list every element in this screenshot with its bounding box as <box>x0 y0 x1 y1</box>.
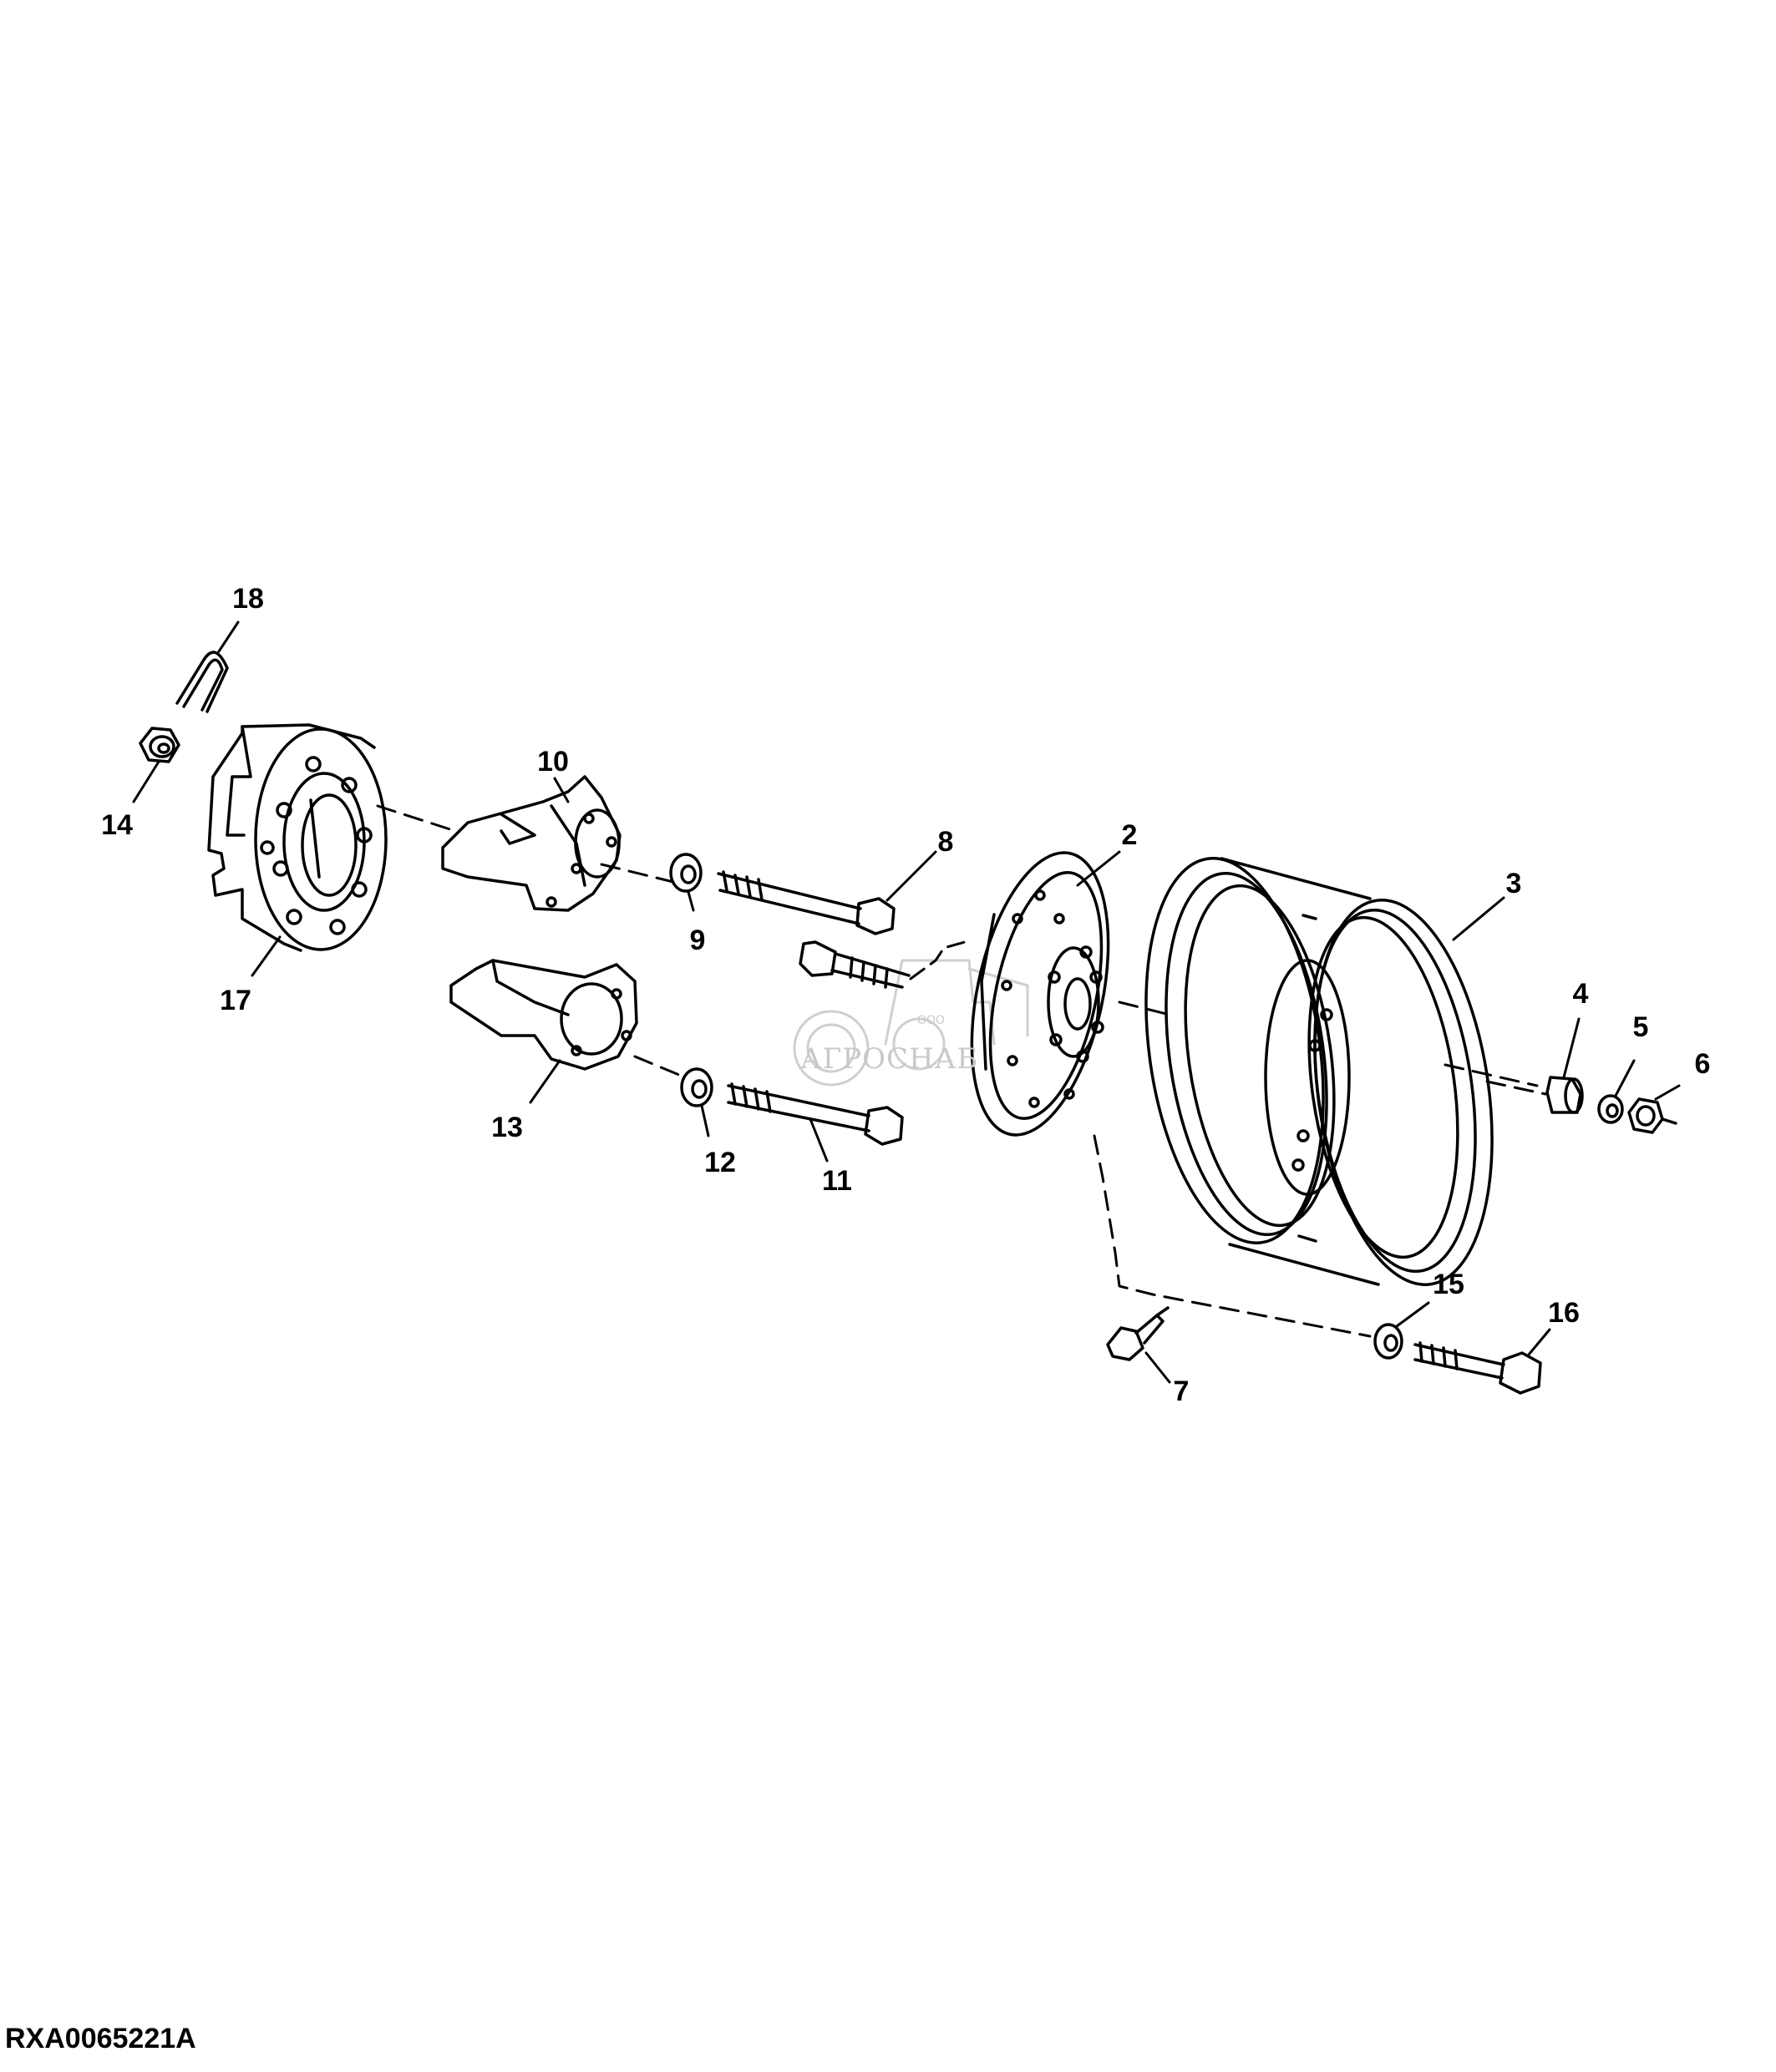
dashed-axis-lower <box>633 1055 687 1079</box>
part-13-weight-half <box>449 959 638 1071</box>
dashed-axis-upper <box>376 804 675 884</box>
callout-2: 2 <box>1121 819 1138 851</box>
callout-11: 11 <box>822 1165 852 1197</box>
callout-9: 9 <box>689 925 706 956</box>
watermark-brand: АГРОСНАБ <box>800 1042 979 1076</box>
part-6-nut <box>1627 1097 1677 1134</box>
leader-3 <box>1452 896 1505 941</box>
part-16-bolt <box>1413 1341 1542 1395</box>
leader-15 <box>1395 1301 1430 1328</box>
part-wheel-stud <box>799 940 911 989</box>
part-3-wheel-rim <box>1144 857 1494 1286</box>
callout-12: 12 <box>704 1147 736 1178</box>
leader-2 <box>1076 850 1121 887</box>
part-11-bolt <box>727 1082 904 1146</box>
part-7-valve-stem <box>1106 1306 1170 1361</box>
part-2-wheel-disc <box>970 851 1110 1137</box>
callout-4: 4 <box>1572 978 1589 1010</box>
callout-13: 13 <box>491 1112 523 1143</box>
callout-6: 6 <box>1694 1048 1711 1080</box>
leader-9 <box>687 890 695 912</box>
part-15-washer <box>1373 1323 1403 1360</box>
part-12-washer <box>680 1067 713 1107</box>
leader-18 <box>217 621 240 653</box>
dashed-axis-valve <box>1093 1134 1372 1338</box>
leader-7 <box>1144 1351 1171 1384</box>
leader-10 <box>553 777 570 803</box>
callout-15: 15 <box>1433 1269 1464 1300</box>
leader-8 <box>885 850 937 902</box>
dashed-axis-main <box>1118 1001 1547 1096</box>
part-8-bolt <box>717 870 896 935</box>
callout-3: 3 <box>1505 868 1522 899</box>
part-17-weight <box>207 723 388 952</box>
callout-8: 8 <box>937 826 954 858</box>
leader-5 <box>1614 1059 1636 1097</box>
callout-16: 16 <box>1548 1297 1580 1329</box>
leader-6 <box>1654 1084 1681 1101</box>
callout-18: 18 <box>232 583 264 615</box>
watermark-prefix: ООО <box>917 1014 946 1027</box>
callout-14: 14 <box>101 809 133 841</box>
leader-4 <box>1562 1017 1581 1079</box>
part-14-nut <box>139 727 180 763</box>
part-18-clip <box>175 651 229 713</box>
leader-13 <box>529 1059 561 1104</box>
callout-7: 7 <box>1173 1375 1190 1407</box>
leader-17 <box>251 935 282 977</box>
part-4-spacer <box>1545 1076 1584 1114</box>
part-9-washer <box>669 853 703 893</box>
dashed-stud-to-disc <box>909 940 967 980</box>
callout-5: 5 <box>1632 1011 1649 1043</box>
watermark-logo <box>793 959 1029 1087</box>
figure-id: RXA0065221A <box>5 2023 196 2054</box>
leader-12 <box>700 1104 710 1137</box>
callout-17: 17 <box>220 985 251 1016</box>
leader-14 <box>132 760 160 803</box>
callout-10: 10 <box>537 746 569 778</box>
part-10-weight-half <box>441 775 622 912</box>
part-5-washer <box>1597 1094 1624 1124</box>
leader-11 <box>809 1117 829 1163</box>
leader-16 <box>1527 1328 1551 1356</box>
